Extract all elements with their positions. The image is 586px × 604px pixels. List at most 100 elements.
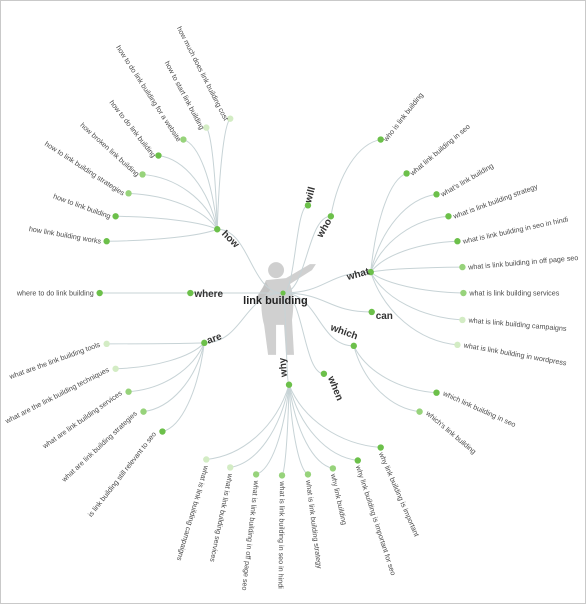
leaf-node[interactable] — [159, 428, 166, 435]
branch-label-where[interactable]: where — [193, 289, 223, 300]
leaf-node[interactable] — [140, 408, 147, 415]
branch-node-can[interactable] — [368, 308, 375, 316]
leaf-node[interactable] — [96, 289, 103, 297]
leaf-label[interactable]: how link building works — [28, 225, 102, 246]
leaf-label[interactable]: what is link building in seo in hindi — [276, 480, 286, 589]
leaf-link — [216, 118, 231, 230]
leaf-label[interactable]: which's link building — [423, 409, 477, 456]
leaf-node[interactable] — [459, 263, 466, 271]
leaf-link — [370, 271, 458, 346]
branch-node-will[interactable] — [304, 202, 312, 209]
leaf-label[interactable]: why link building is important — [376, 450, 420, 538]
branch-label-can[interactable]: can — [376, 311, 393, 322]
branch-node-how[interactable] — [214, 226, 221, 233]
leaf-node[interactable] — [403, 170, 410, 177]
branch-label-when[interactable]: when — [325, 374, 345, 403]
leaf-link — [288, 384, 309, 475]
leaf-link — [128, 192, 218, 230]
leaf-label[interactable]: what is link building strategy — [451, 183, 539, 221]
branch-node-which[interactable] — [350, 342, 357, 350]
branch-node-who[interactable] — [327, 213, 335, 220]
leaf-node[interactable] — [203, 124, 210, 131]
leaf-label[interactable]: why link building — [329, 472, 348, 526]
branch-label-what[interactable]: what — [345, 266, 371, 283]
leaf-link — [370, 271, 464, 294]
leaf-node[interactable] — [354, 457, 361, 464]
leaf-node[interactable] — [433, 389, 440, 396]
leaf-label[interactable]: how much does link building cost — [175, 25, 230, 122]
branch-link-are — [204, 292, 284, 344]
leaf-node[interactable] — [180, 136, 187, 143]
leaf-label[interactable]: what is link building services — [208, 472, 234, 563]
leaf-node[interactable] — [112, 365, 119, 372]
branch-node-why[interactable] — [285, 381, 293, 388]
leaf-label[interactable]: how to do link building for a website — [114, 44, 182, 143]
branch-label-who[interactable]: who — [314, 217, 334, 241]
leaf-node[interactable] — [227, 115, 234, 122]
leaf-label[interactable]: what is link building in off page seo — [240, 479, 260, 591]
leaf-node[interactable] — [103, 238, 110, 245]
leaf-label[interactable]: what is link building in off page seo — [467, 254, 579, 272]
leaf-label[interactable]: what link building in seo — [408, 123, 472, 178]
leaf-node[interactable] — [459, 316, 466, 324]
branch-node-when[interactable] — [320, 370, 328, 377]
leaf-label[interactable]: how to link building — [52, 192, 112, 220]
leaf-node[interactable] — [125, 388, 132, 395]
branch-node-what[interactable] — [367, 268, 374, 276]
leaf-node[interactable] — [377, 444, 384, 451]
branch-node-where[interactable] — [187, 289, 194, 297]
leaf-link — [370, 271, 463, 321]
leaf-node[interactable] — [103, 340, 110, 348]
leaf-label[interactable]: which link building in seo — [441, 389, 517, 429]
leaf-node[interactable] — [227, 464, 234, 471]
leaf-label[interactable]: what is link building in seo in hindi — [461, 215, 569, 245]
leaf-node[interactable] — [112, 213, 119, 220]
link-lines — [99, 118, 464, 476]
branch-label-are[interactable]: are — [206, 331, 224, 347]
leaf-link — [115, 215, 218, 230]
leaf-link — [370, 215, 449, 273]
leaf-label[interactable]: what is link building strategy — [304, 479, 323, 570]
leaf-link — [353, 345, 420, 413]
center-label: link building — [243, 295, 308, 307]
leaf-node[interactable] — [377, 136, 384, 143]
branch-label-why[interactable]: why — [277, 357, 290, 379]
branch-label-how[interactable]: how — [219, 229, 241, 251]
leaf-node[interactable] — [278, 472, 286, 479]
leaf-label[interactable]: what's link building — [439, 162, 495, 199]
leaf-node[interactable] — [155, 152, 162, 159]
branch-node-are[interactable] — [201, 339, 208, 347]
branch-label-which[interactable]: which — [328, 322, 359, 342]
leaf-label[interactable]: what is link building campaigns — [175, 464, 210, 562]
leaf-node[interactable] — [203, 456, 210, 463]
leaf-label[interactable]: what is link building campaigns — [467, 316, 567, 333]
leaf-node[interactable] — [125, 190, 132, 197]
leaf-link — [370, 193, 437, 273]
leaf-link — [143, 342, 205, 413]
leaf-label[interactable]: where to do link building — [16, 290, 94, 298]
leaf-node[interactable] — [139, 171, 146, 178]
leaf-node[interactable] — [304, 471, 312, 478]
leaf-label[interactable]: what is link building in wordpress — [462, 341, 567, 367]
leaf-label[interactable]: what is link building services — [468, 290, 559, 298]
leaf-label[interactable]: who is link building — [381, 91, 425, 144]
leaf-link — [158, 155, 218, 230]
leaf-link — [106, 228, 218, 242]
leaf-node[interactable] — [454, 238, 461, 245]
leaf-node[interactable] — [416, 408, 423, 415]
leaf-node[interactable] — [445, 213, 452, 220]
branch-link-how — [217, 228, 284, 294]
leaf-link — [353, 345, 437, 394]
leaf-node[interactable] — [329, 465, 337, 472]
branch-label-will[interactable]: will — [303, 186, 318, 206]
center-node — [280, 290, 286, 296]
leaf-node[interactable] — [433, 191, 440, 198]
leaf-link — [255, 384, 290, 475]
leaf-link — [370, 266, 463, 273]
leaf-node[interactable] — [460, 289, 467, 297]
branch-link-can — [283, 292, 372, 313]
leaf-link — [115, 342, 205, 370]
leaf-node[interactable] — [252, 471, 260, 478]
leaf-node[interactable] — [454, 341, 461, 349]
